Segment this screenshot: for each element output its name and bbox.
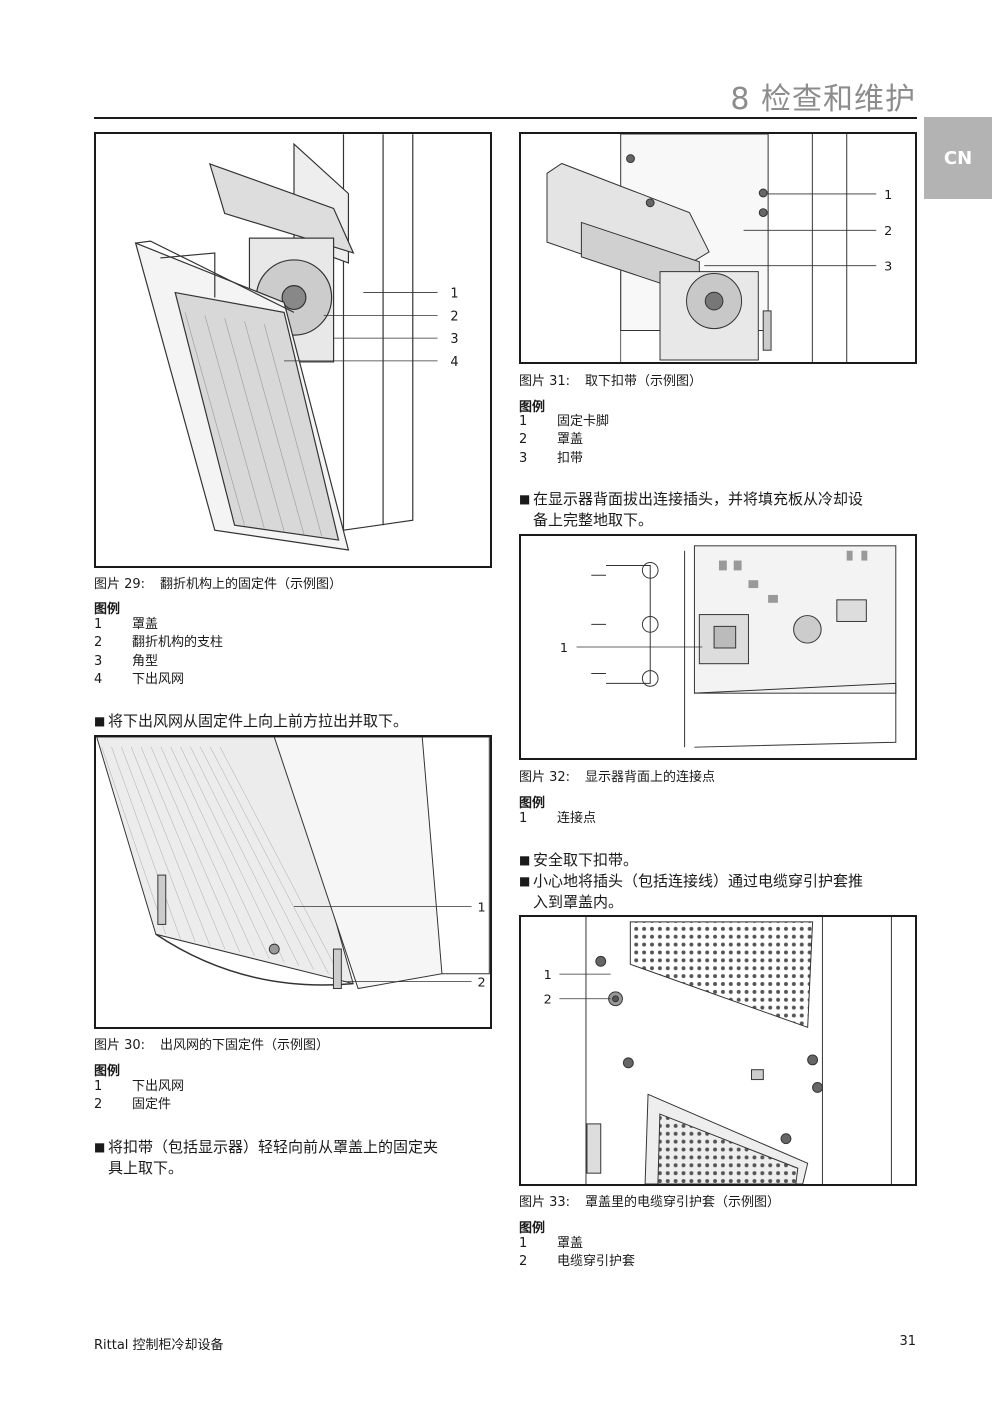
figure-29-legend-title: 图例	[94, 602, 121, 617]
figure-31-caption: 图片 31:取下扣带（示例图）	[519, 374, 703, 389]
fig29-callout-4: 4	[450, 355, 458, 370]
language-tab: CN	[924, 117, 992, 199]
fig30-callout-2: 2	[477, 976, 485, 991]
figure-33-caption: 图片 33:罩盖里的电缆穿引护套（示例图）	[519, 1195, 781, 1210]
figure-32-caption: 图片 32:显示器背面上的连接点	[519, 770, 716, 785]
fig29-callout-1: 1	[450, 287, 458, 302]
figure-29-illustration: 1 2 3 4	[134, 134, 459, 551]
step-remove-grille: ■将下出风网从固定件上向上前方拉出并取下。	[94, 712, 409, 730]
footer-product-name: Rittal 控制柜冷却设备	[94, 1338, 224, 1353]
header-rule	[94, 117, 917, 119]
fig29-callout-3: 3	[450, 332, 458, 347]
step-remove-strap: ■将扣带（包括显示器）轻轻向前从罩盖上的固定夹 具上取下。	[94, 1138, 439, 1177]
fig33-callout-1: 1	[544, 968, 552, 983]
chapter-title: 8 检查和维护	[730, 82, 916, 117]
figure-30-illustration: 1 2	[96, 737, 490, 991]
figure-30-image: 1 2	[94, 735, 492, 1029]
step-insert-plug: ■小心地将插头（包括连接线）通过电缆穿引护套推 入到罩盖内。	[519, 872, 864, 911]
fig31-callout-3: 3	[884, 260, 892, 275]
step-unplug: ■在显示器背面拔出连接插头，并将填充板从冷却设 备上完整地取下。	[519, 490, 864, 529]
fig31-callout-2: 2	[884, 224, 892, 239]
figure-33-image: 1 2	[519, 915, 917, 1186]
figure-29-caption: 图片 29:翻折机构上的固定件（示例图）	[94, 577, 343, 592]
figure-31-illustration: 1 2 3	[546, 134, 892, 362]
figure-31-legend-title: 图例	[519, 400, 546, 415]
figure-32-legend-title: 图例	[519, 796, 546, 811]
figure-30-legend-title: 图例	[94, 1064, 121, 1079]
figure-33-legend-title: 图例	[519, 1221, 546, 1236]
fig30-callout-1: 1	[477, 901, 485, 916]
fig31-callout-1: 1	[884, 188, 892, 203]
figure-30-caption: 图片 30:出风网的下固定件（示例图）	[94, 1038, 330, 1053]
fig32-callout-1: 1	[560, 641, 568, 656]
figure-33-illustration: 1 2	[544, 917, 892, 1184]
page-number: 31	[899, 1334, 916, 1349]
fig29-callout-2: 2	[450, 309, 458, 324]
figure-29-image: 1 2 3 4	[94, 132, 492, 568]
figure-32-illustration: 1	[560, 545, 897, 748]
fig33-callout-2: 2	[544, 993, 552, 1008]
step-safe-remove: ■安全取下扣带。	[519, 851, 639, 869]
figure-32-image: 1	[519, 534, 917, 760]
figure-31-image: 1 2 3	[519, 132, 917, 364]
